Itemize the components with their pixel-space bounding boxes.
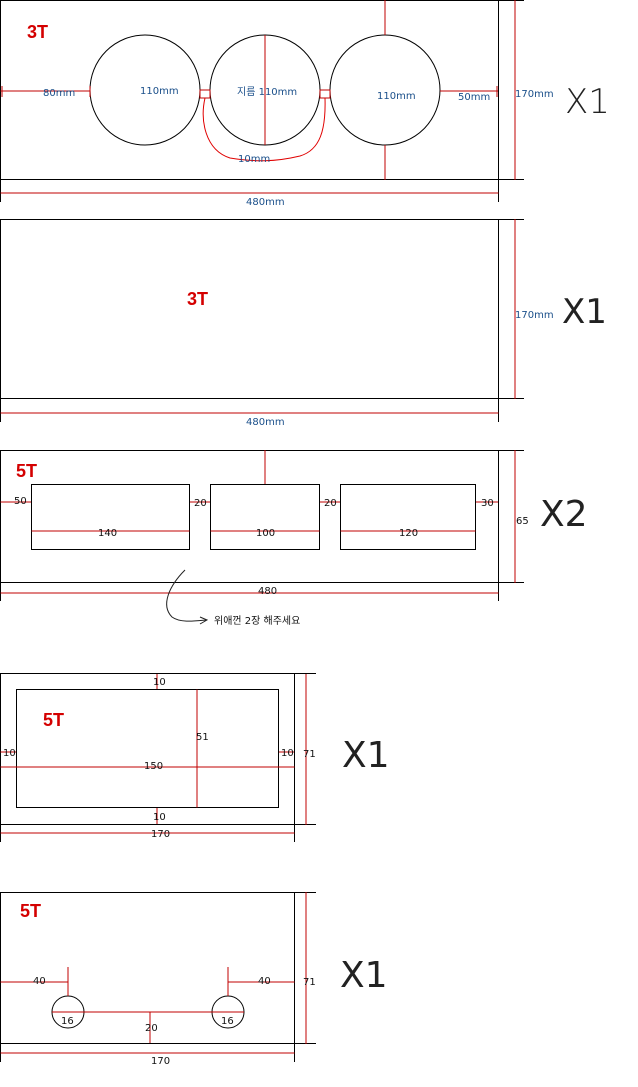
panel-4-quantity: X1 <box>342 735 390 776</box>
panel-5-thickness-label: 5T <box>20 901 41 921</box>
panel-4-right-margin-label: 10 <box>281 748 294 759</box>
panel-1-hole-3 <box>329 34 441 146</box>
panel-2-quantity: X1 <box>562 292 607 332</box>
panel-1-height-label: 170mm <box>515 89 554 100</box>
panel-2-height-label: 170mm <box>515 310 554 321</box>
panel-3: 5T 50 20 20 30 140 100 120 65 480 위애껀 2장… <box>0 450 588 627</box>
panel-4-thickness-label: 5T <box>43 710 64 730</box>
panel-3-cutout-2-label: 100 <box>256 528 275 539</box>
panel-2: 3T 170mm 480mm X1 <box>0 219 607 428</box>
panel-5-right-offset-label: 40 <box>258 976 271 987</box>
panel-3-cutout-1 <box>31 484 190 550</box>
panel-1-thickness-label: 3T <box>27 22 48 42</box>
panel-4-width-label: 170 <box>151 829 170 840</box>
panel-2-outline <box>0 219 499 399</box>
panel-3-thickness-label: 5T <box>16 461 37 481</box>
panel-5-outline <box>0 892 295 1044</box>
panel-5-width-label: 170 <box>151 1056 170 1067</box>
panel-5-quantity: X1 <box>340 955 388 996</box>
panel-2-width-label: 480mm <box>246 417 285 428</box>
panel-3-cutout-1-label: 140 <box>98 528 117 539</box>
panel-1-left-margin-label: 80mm <box>43 88 75 99</box>
panel-4-bottom-margin-label: 10 <box>153 812 166 823</box>
panel-1: 3T 80mm 110mm 지름 110mm 110mm 50mm 10mm 1… <box>0 0 610 208</box>
panel-1-gap-bracket-2 <box>319 89 331 99</box>
panel-1-hole-3-label: 110mm <box>377 91 416 102</box>
panel-1-hole-1-label: 110mm <box>140 86 179 97</box>
panel-4: 5T 10 10 10 10 51 150 71 170 X1 <box>0 673 390 842</box>
panel-2-thickness-label: 3T <box>187 289 208 309</box>
panel-3-right-margin-label: 30 <box>481 498 494 509</box>
panel-1-width-label: 480mm <box>246 197 285 208</box>
panel-4-outline <box>0 673 295 825</box>
panel-1-outline <box>0 0 499 180</box>
panel-3-cutout-3 <box>340 484 476 550</box>
panel-3-cutout-3-label: 120 <box>399 528 418 539</box>
panel-1-hole-2-label: 지름 110mm <box>237 86 297 98</box>
panel-5: 5T 40 40 16 16 20 71 170 X1 <box>0 892 388 1067</box>
panel-4-inner-height-label: 51 <box>196 732 209 743</box>
panel-1-gap-curve <box>202 97 326 162</box>
panel-4-inner-width-label: 150 <box>144 761 163 772</box>
panel-5-hole-right-label: 16 <box>221 1016 234 1027</box>
panel-5-height-label: 71 <box>303 977 316 988</box>
panel-4-left-margin-label: 10 <box>3 748 16 759</box>
panel-3-gap-2-label: 20 <box>324 498 337 509</box>
panel-1-gap-bracket-1 <box>199 89 211 99</box>
panel-1-quantity: X1 <box>565 82 610 122</box>
panel-3-quantity: X2 <box>540 494 588 535</box>
panel-3-note-arrow <box>166 569 209 625</box>
panel-5-left-offset-label: 40 <box>33 976 46 987</box>
panel-4-top-margin-label: 10 <box>153 677 166 688</box>
panel-1-right-margin-label: 50mm <box>458 92 490 103</box>
panel-3-outline <box>0 450 499 583</box>
panel-3-gap-1-label: 20 <box>194 498 207 509</box>
panel-3-width-label: 480 <box>258 586 277 597</box>
panel-5-hole-left-label: 16 <box>61 1016 74 1027</box>
panel-3-cutout-2 <box>210 484 320 550</box>
panel-1-gap-label: 10mm <box>238 154 270 165</box>
panel-5-hole-spacing-label: 20 <box>145 1023 158 1034</box>
panel-3-left-margin-label: 50 <box>14 496 27 507</box>
panel-4-height-label: 71 <box>303 749 316 760</box>
panel-3-note: 위애껀 2장 해주세요 <box>214 614 300 627</box>
panel-3-height-label: 65 <box>516 516 529 527</box>
panel-4-inner-cutout <box>16 689 279 808</box>
